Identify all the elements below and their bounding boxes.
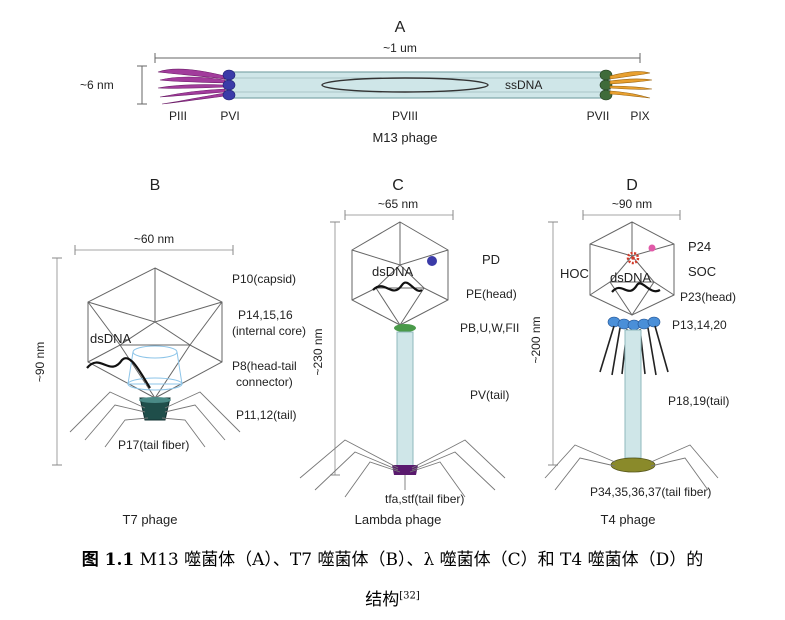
t4-dsdna	[611, 282, 661, 293]
m13-pvii	[599, 69, 613, 101]
t7-label-core-1: P14,15,16	[238, 308, 293, 322]
t4-label-p24: P24	[688, 239, 711, 254]
m13-label-pvi: PVI	[220, 109, 239, 123]
lambda-tail-fibers	[299, 439, 506, 498]
figure-reference: [32]	[399, 590, 420, 602]
m13-ssdna-label: ssDNA	[505, 78, 542, 92]
t7-label-connector-1: P8(head-tail	[232, 359, 297, 373]
panel-a: A ~1 um ~6 nm ssDNA	[80, 19, 653, 145]
figure-caption-line-2: 结构[32]	[0, 585, 785, 610]
t7-label-capsid: P10(capsid)	[232, 272, 296, 286]
panel-a-letter: A	[395, 19, 406, 36]
t4-label-soc: SOC	[688, 264, 716, 279]
t4-p24	[648, 244, 656, 252]
m13-name: M13 phage	[372, 130, 437, 145]
t4-label-tail: P18,19(tail)	[668, 394, 729, 408]
figure-caption-text-2: 结构	[365, 590, 400, 610]
panel-b-letter: B	[150, 177, 161, 194]
t7-tail-fibers	[69, 391, 241, 448]
t7-height-label: ~90 nm	[33, 342, 47, 382]
lambda-dsdna	[372, 281, 423, 292]
figure-number: 图 1.1	[81, 550, 135, 570]
panel-d: D ~90 nm ~200 nm dsDNA	[529, 177, 736, 527]
m13-label-pix: PIX	[630, 109, 649, 123]
panel-d-letter: D	[626, 177, 638, 194]
m13-width-label: ~6 nm	[80, 78, 114, 92]
t7-internal-core	[127, 345, 183, 391]
panel-c: C ~65 nm ~230 nm dsDNA PD	[299, 177, 519, 527]
m13-piii	[157, 68, 226, 105]
figure-caption-line-1: 图 1.1 M13 噬菌体（A）、T7 噬菌体（B）、λ 噬菌体（C）和 T4 …	[0, 545, 785, 570]
figure-caption-text-1: M13 噬菌体（A）、T7 噬菌体（B）、λ 噬菌体（C）和 T4 噬菌体（D）…	[139, 550, 704, 570]
t4-capsid	[589, 221, 675, 316]
lambda-tail-tip	[392, 465, 418, 475]
t4-soc-gear	[626, 251, 640, 265]
t4-baseplate	[610, 457, 656, 473]
lambda-label-head: PE(head)	[466, 287, 517, 301]
t4-label-head: P23(head)	[680, 290, 736, 304]
lambda-name: Lambda phage	[355, 512, 442, 527]
t4-label-neck: P13,14,20	[672, 318, 727, 332]
phage-structure-figure: A ~1 um ~6 nm ssDNA	[33, 19, 736, 527]
m13-pvi	[222, 69, 236, 101]
t7-label-fiber: P17(tail fiber)	[118, 438, 189, 452]
t4-tail	[624, 329, 642, 459]
m13-pix	[609, 71, 653, 99]
lambda-label-neck: PB,U,W,FII	[460, 321, 519, 335]
panel-c-letter: C	[392, 177, 404, 194]
m13-label-pviii: PVIII	[392, 109, 418, 123]
lambda-height-label: ~230 nm	[311, 328, 325, 375]
m13-pviii-coat	[224, 71, 611, 99]
t4-height-label: ~200 nm	[529, 316, 543, 363]
t7-label-core-2: (internal core)	[232, 324, 306, 338]
panel-b: B ~60 nm ~90 nm dsDNA	[33, 177, 306, 527]
lambda-tail	[396, 331, 414, 468]
m13-length-label: ~1 um	[383, 41, 417, 55]
t7-label-tail: P11,12(tail)	[236, 408, 296, 422]
t7-label-connector-2: connector)	[236, 375, 293, 389]
m13-ssdna	[321, 77, 489, 93]
t7-name: T7 phage	[123, 512, 178, 527]
t4-label-hoc: HOC	[560, 266, 589, 281]
t4-name: T4 phage	[601, 512, 656, 527]
t4-neck	[607, 316, 661, 331]
lambda-pd-protein	[427, 256, 437, 266]
t7-width-label: ~60 nm	[134, 232, 174, 246]
lambda-dsdna-label: dsDNA	[372, 264, 414, 279]
lambda-width-label: ~65 nm	[378, 197, 418, 211]
t4-label-fiber: P34,35,36,37(tail fiber)	[590, 485, 711, 499]
t7-dsdna	[86, 357, 151, 389]
t4-width-label: ~90 nm	[612, 197, 652, 211]
lambda-label-fiber: tfa,stf(tail fiber)	[385, 492, 464, 506]
m13-label-piii: PIII	[169, 109, 187, 123]
m13-label-pvii: PVII	[587, 109, 610, 123]
lambda-neck	[394, 324, 416, 332]
lambda-label-tail: PV(tail)	[470, 388, 509, 402]
t7-dsdna-label: dsDNA	[90, 331, 132, 346]
t4-dsdna-label: dsDNA	[610, 270, 652, 285]
t4-tail-fibers	[544, 444, 719, 491]
lambda-label-pd: PD	[482, 252, 500, 267]
